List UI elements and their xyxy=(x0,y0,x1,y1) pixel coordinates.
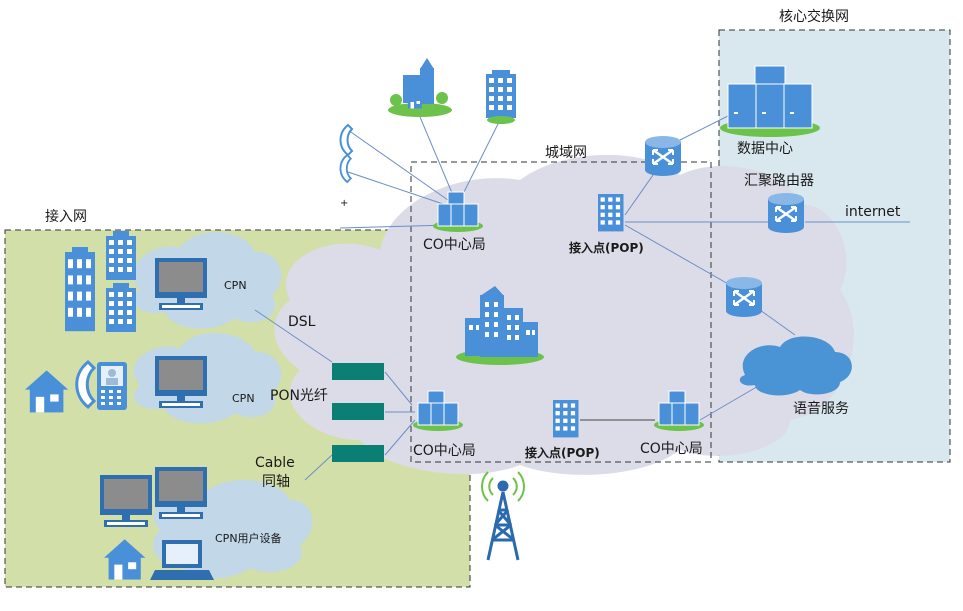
router-icon xyxy=(643,134,683,178)
voice-label: 语音服务 xyxy=(793,400,849,417)
building-icon xyxy=(486,70,516,124)
building-icon xyxy=(106,231,136,280)
voice-service-cloud xyxy=(739,336,852,396)
link-lines xyxy=(254,114,910,481)
pop-bottom-label: 接入点(POP) xyxy=(525,445,600,460)
building-icon xyxy=(598,194,624,232)
cpn-label-2: CPN xyxy=(232,392,255,405)
building-icon xyxy=(553,400,579,438)
building-icon xyxy=(106,283,136,332)
co-left-label: CO中心局 xyxy=(413,443,476,459)
metro-cloud xyxy=(274,154,854,475)
splitter-icon xyxy=(332,403,384,420)
videophone-icon xyxy=(97,362,127,410)
router-icon xyxy=(724,275,764,319)
splitter-icon xyxy=(332,363,384,380)
radio-tower-icon xyxy=(481,471,525,561)
internet-label: internet xyxy=(845,204,901,220)
datacenter-icon xyxy=(720,65,820,137)
metro-network-title: 城域网 xyxy=(545,145,587,161)
cable-label: Cable xyxy=(255,455,295,471)
datacenter-label: 数据中心 xyxy=(737,141,793,157)
coax-label: 同轴 xyxy=(262,474,290,490)
core-network-title: 核心交换网 xyxy=(779,8,849,25)
agg-router-label: 汇聚路由器 xyxy=(744,173,814,189)
cpn-cloud-2 xyxy=(133,332,282,424)
phone-icon xyxy=(339,124,353,156)
svg-text:+: + xyxy=(340,198,348,209)
cpn-label-1: CPN xyxy=(224,279,247,292)
laptop-icon xyxy=(150,540,214,580)
pop-top-label: 接入点(POP) xyxy=(569,240,644,255)
splitter-icon xyxy=(332,445,384,462)
phone-icon xyxy=(339,154,352,183)
building-icon xyxy=(388,58,452,117)
cpn-user-label: CPN用户设备 xyxy=(215,531,282,545)
access-network-title: 接入网 xyxy=(45,208,87,225)
dsl-label: DSL xyxy=(288,314,316,330)
co-top-label: CO中心局 xyxy=(423,237,486,253)
co-right-label: CO中心局 xyxy=(640,441,703,457)
building-icon xyxy=(456,286,544,365)
router-icon xyxy=(766,191,806,235)
building-icon xyxy=(65,247,95,332)
pon-label: PON光纤 xyxy=(270,388,328,404)
metro-network-region xyxy=(410,161,712,463)
